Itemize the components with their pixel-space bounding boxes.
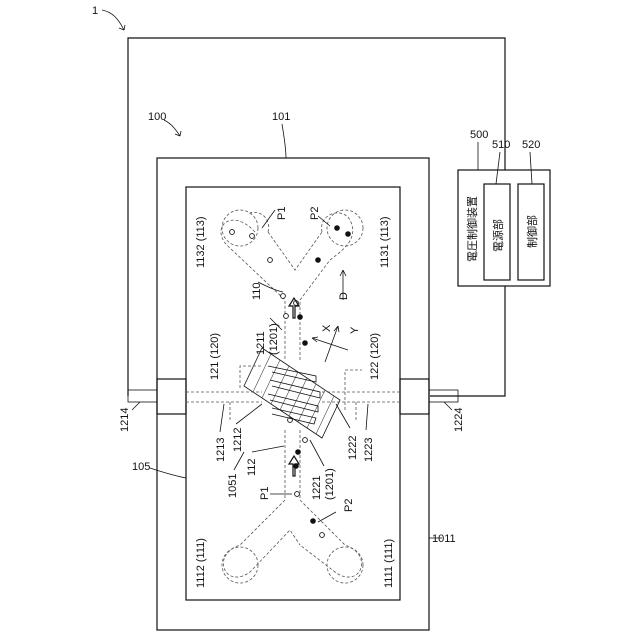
label-p1-bottom: P1 bbox=[259, 487, 271, 500]
label-box-side: 1011 bbox=[432, 533, 456, 545]
label-comb-1211: 1211 bbox=[255, 331, 267, 355]
particle-p1 bbox=[230, 230, 235, 235]
particle-p1 bbox=[284, 314, 289, 319]
label-comb-1221: 1221 bbox=[311, 476, 323, 500]
label-p2-bottom: P2 bbox=[343, 499, 355, 512]
leader-comb-1221 bbox=[310, 440, 324, 466]
label-electrode-left: 121 (120) bbox=[209, 333, 221, 380]
label-p2-top: P2 bbox=[309, 207, 321, 220]
label-ref-1051: 1051 bbox=[227, 474, 239, 498]
leader-control-unit bbox=[530, 152, 532, 184]
channel-top-right-wall bbox=[300, 213, 353, 360]
lead-right-up bbox=[345, 370, 362, 410]
label-voltage-controller: 電圧制御装置 bbox=[465, 196, 479, 262]
label-device: 100 bbox=[148, 111, 166, 123]
label-axis-x: X bbox=[321, 324, 333, 332]
terminal-block-left bbox=[157, 379, 186, 414]
leader-substrate bbox=[150, 468, 186, 478]
label-terminal-right: 1224 bbox=[453, 408, 465, 432]
label-comb-1201-bottom: (1201) bbox=[324, 468, 336, 500]
port-1131 bbox=[327, 210, 363, 246]
particle-p2 bbox=[345, 231, 351, 237]
label-comb-1201-top: (1201) bbox=[268, 323, 280, 355]
label-terminal-left: 1214 bbox=[119, 408, 131, 432]
particle-p2 bbox=[310, 518, 316, 524]
port-1132 bbox=[222, 210, 258, 246]
particle-p2 bbox=[315, 257, 321, 263]
label-power-unit-num: 510 bbox=[492, 139, 510, 151]
leader-lower-channel bbox=[252, 446, 284, 452]
label-axis-d: D bbox=[338, 292, 350, 300]
label-lower-channel: 112 bbox=[246, 458, 258, 476]
leader-terminal-left bbox=[132, 402, 140, 410]
label-electrode-right: 122 (120) bbox=[369, 333, 381, 380]
label-channel: 110 bbox=[251, 282, 263, 300]
leader-p2-bottom bbox=[318, 512, 336, 522]
port-1111 bbox=[327, 547, 363, 583]
label-substrate: 105 bbox=[132, 461, 150, 473]
label-power-unit: 電源部 bbox=[491, 219, 505, 252]
label-lead-1213: 1213 bbox=[215, 438, 227, 462]
label-system: 1 bbox=[92, 5, 98, 17]
label-control-unit: 制御部 bbox=[525, 215, 539, 248]
particle-p2 bbox=[302, 340, 308, 346]
leader-power-unit bbox=[496, 152, 500, 184]
label-outer-box: 101 bbox=[272, 111, 290, 123]
particle-p1 bbox=[295, 492, 300, 497]
particle-p1 bbox=[250, 234, 255, 239]
leader-lead-1213 bbox=[220, 404, 224, 432]
label-lead-1223: 1223 bbox=[363, 438, 375, 462]
leader-ref-1051 bbox=[234, 452, 244, 470]
particle-p1 bbox=[281, 294, 286, 299]
leader-system bbox=[102, 10, 124, 30]
leader-lead-1212 bbox=[236, 404, 262, 424]
label-port-1112: 1112 (111) bbox=[195, 538, 207, 588]
port-1112 bbox=[222, 547, 258, 583]
leader-p2-top bbox=[318, 216, 330, 226]
particle-p2 bbox=[295, 449, 301, 455]
label-lead-1222: 1222 bbox=[347, 436, 359, 460]
label-lead-1212: 1212 bbox=[232, 428, 244, 452]
wire-controller-to-right bbox=[430, 286, 505, 396]
particle-p2 bbox=[297, 314, 303, 320]
particle-p1 bbox=[303, 438, 308, 443]
leader-lead-1222 bbox=[336, 404, 350, 428]
terminal-pin-left bbox=[128, 390, 157, 402]
particle-p1 bbox=[268, 258, 273, 263]
leader-lead-1223 bbox=[366, 404, 368, 430]
label-port-1131: 1131 (113) bbox=[379, 216, 391, 268]
substrate bbox=[186, 187, 400, 600]
particle-p2 bbox=[334, 225, 340, 231]
label-port-1111: 1111 (111) bbox=[383, 539, 395, 588]
lead-left-up bbox=[240, 366, 262, 388]
leader-device bbox=[164, 120, 180, 136]
leader-outer-box bbox=[282, 124, 286, 158]
label-voltage-controller-num: 500 bbox=[470, 129, 488, 141]
label-port-1132: 1132 (113) bbox=[195, 216, 207, 268]
leader-terminal-right bbox=[444, 402, 452, 410]
lead-down-stubs bbox=[230, 402, 356, 420]
particle-p1 bbox=[320, 533, 325, 538]
terminal-block-right bbox=[400, 379, 429, 414]
label-control-unit-num: 520 bbox=[522, 139, 540, 151]
comb-fingers bbox=[268, 366, 320, 424]
label-axis-y: Y bbox=[349, 326, 361, 334]
label-p1-top: P1 bbox=[276, 207, 288, 220]
